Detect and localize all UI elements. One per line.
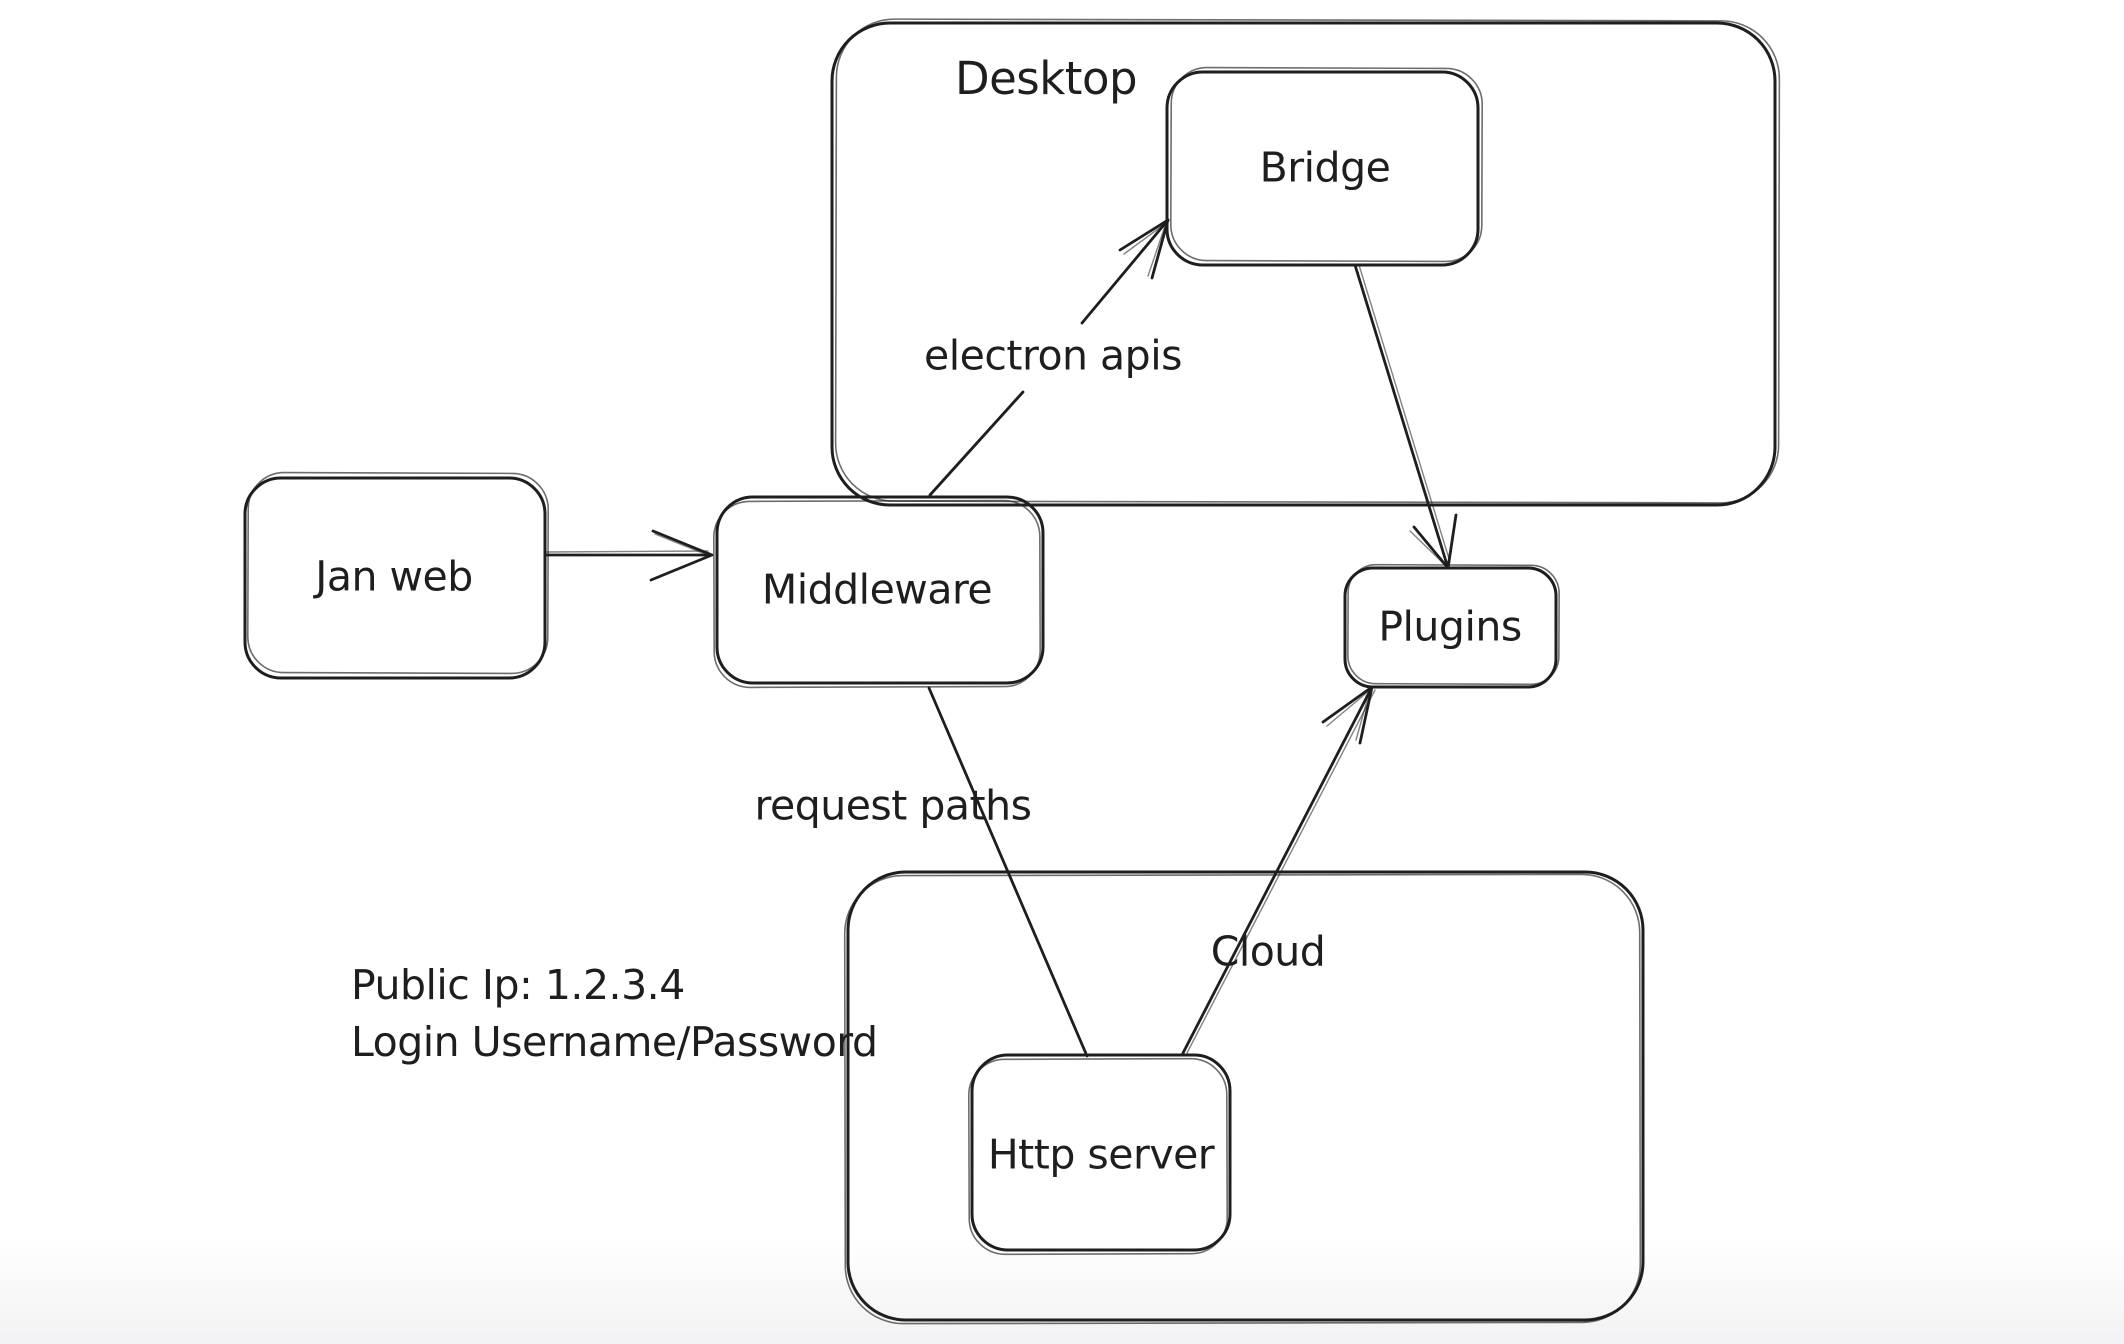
node-http-server-box[interactable] (967, 1053, 1232, 1256)
arrowhead-httpserver-plugins (1321, 685, 1374, 745)
edge-label-electron-apis[interactable]: electron apis (924, 331, 1182, 380)
container-cloud-label[interactable]: Cloud (1210, 927, 1326, 976)
node-plugins-box[interactable] (1343, 563, 1560, 689)
arrowhead-middleware-bridge (1118, 218, 1170, 280)
container-desktop-label[interactable]: Desktop (954, 52, 1138, 106)
arrowhead-janweb-middleware (649, 529, 714, 582)
node-plugins-label[interactable]: Plugins (1378, 602, 1522, 651)
node-bridge-label[interactable]: Bridge (1259, 143, 1391, 192)
container-desktop-box[interactable] (830, 18, 1781, 507)
annotation-credentials[interactable]: Public Ip: 1.2.3.4 Login Username/Passwo… (351, 957, 878, 1071)
container-cloud-box[interactable] (843, 870, 1645, 1325)
node-jan-web-label[interactable]: Jan web (315, 552, 473, 601)
node-jan-web-box[interactable] (243, 471, 550, 680)
edge-janweb-middleware[interactable] (543, 529, 714, 582)
edge-bridge-plugins[interactable] (1353, 263, 1458, 570)
edge-httpserver-plugins[interactable] (1181, 685, 1376, 1055)
annotation-login: Login Username/Password (351, 1018, 878, 1066)
node-middleware-box[interactable] (713, 495, 1045, 689)
annotation-public-ip: Public Ip: 1.2.3.4 (351, 961, 685, 1009)
node-middleware-label[interactable]: Middleware (761, 565, 993, 614)
node-http-server-label[interactable]: Http server (987, 1130, 1215, 1179)
edge-middleware-httpserver[interactable] (927, 686, 1089, 1058)
arrowhead-bridge-plugins (1412, 513, 1458, 570)
node-bridge-box[interactable] (1165, 66, 1484, 267)
edge-middleware-bridge[interactable] (928, 218, 1170, 497)
edge-label-request-paths[interactable]: request paths (754, 781, 1032, 830)
